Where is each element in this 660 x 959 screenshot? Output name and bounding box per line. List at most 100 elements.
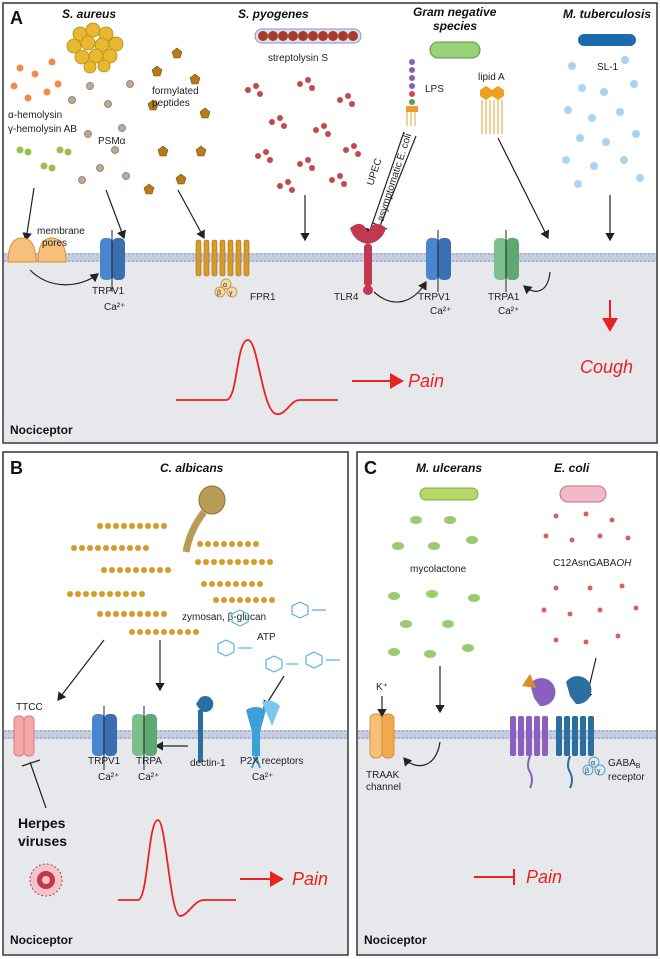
trpv1-left-label: TRPV1	[92, 286, 125, 297]
m-ulcerans-icon	[419, 487, 479, 501]
arrow-lipid-a-to-trpa1	[523, 271, 551, 295]
mycolactone-label: mycolactone	[410, 564, 467, 575]
tlr4-receptor-icon	[350, 223, 386, 295]
traak-label-2: channel	[366, 782, 401, 793]
membrane-pores-icon	[7, 237, 67, 263]
ca-b-label-3: Ca²⁺	[252, 772, 273, 783]
gc-beta-label: β	[585, 768, 589, 775]
panel-b-membrane	[4, 730, 347, 739]
panel-a-membrane	[4, 253, 656, 262]
trpa-b-label: TRPA	[136, 756, 162, 767]
trpv1-right-label: TRPV1	[418, 292, 451, 303]
lps-molecule-icon	[406, 59, 418, 126]
lipid-a-label: lipid A	[478, 72, 505, 83]
inhibit-asymptomatic-ecoli	[379, 135, 417, 227]
trpv1-channel-b-icon	[92, 714, 117, 756]
pain-label-c: Pain	[526, 867, 562, 887]
ca-label-3: Ca²⁺	[498, 306, 519, 317]
mycolactone-icon	[388, 516, 480, 658]
p2x-receptor-icon	[246, 700, 280, 769]
action-potential-b	[118, 819, 236, 917]
arrow-lipid-a	[497, 137, 550, 240]
dectin1-receptor-icon	[196, 695, 214, 762]
gc-gamma-label: γ	[597, 768, 601, 775]
pain-label-a: Pain	[408, 371, 444, 391]
gram-negative-label-1: Gram negative	[413, 5, 497, 19]
streptolysin-molecule-icon	[245, 77, 361, 193]
gabab-text: GABA	[608, 758, 636, 769]
traak-label-1: TRAAK	[366, 770, 400, 781]
ca-b-label-2: Ca²⁺	[138, 772, 159, 783]
arrow-hemolysin-to-pores	[22, 187, 35, 242]
arrow-psm-to-trpv1	[105, 189, 126, 240]
fpr1-receptor-icon	[195, 239, 250, 277]
membrane-pores-label-2: pores	[42, 238, 67, 249]
ca-label-2: Ca²⁺	[430, 306, 451, 317]
trpa1-channel-icon	[494, 238, 519, 280]
gabab-gprotein-icon: α β γ	[582, 756, 606, 776]
g-beta-label: β	[217, 290, 221, 297]
formylated-peptide-icon	[143, 47, 211, 195]
ttcc-channel-icon	[13, 715, 35, 757]
arrow-tlr4-to-trpv1	[373, 280, 427, 303]
panel-b: B C. albicans zymosan, β-glucan	[2, 451, 349, 956]
c12asngaba-label: C12AsnGABAOH	[553, 558, 632, 569]
s-aureus-cluster-icon	[66, 22, 124, 74]
nociceptor-label-c: Nociceptor	[364, 933, 427, 947]
sl1-droplets-icon	[562, 56, 644, 188]
ca-b-label-1: Ca²⁺	[98, 772, 119, 783]
panel-c-cytosol	[358, 736, 656, 954]
lps-label: LPS	[425, 84, 444, 95]
m-tuberculosis-label: M. tuberculosis	[563, 7, 651, 21]
hemolysin-dots-icon	[10, 58, 72, 172]
formylated-label-2: peptides	[152, 98, 190, 109]
c12asngaba-oh: OH	[616, 558, 632, 569]
gram-negative-label-2: species	[433, 19, 477, 33]
panel-a-cytosol	[4, 260, 656, 442]
s-aureus-label: S. aureus	[62, 7, 116, 21]
gabab-label-2: receptor	[608, 772, 645, 783]
gc-alpha-label: α	[591, 760, 595, 767]
tlr4-label: TLR4	[334, 292, 359, 303]
panel-b-letter: B	[10, 458, 23, 478]
traak-channel-icon	[369, 713, 395, 759]
trpv1-channel-left-icon	[100, 238, 125, 280]
c-albicans-label: C. albicans	[160, 461, 224, 475]
c12asngaba-text: C12AsnGABA	[553, 558, 617, 569]
fpr1-label: FPR1	[250, 292, 276, 303]
trpa-channel-b-icon	[132, 714, 157, 756]
arrow-to-traak	[403, 741, 441, 767]
e-coli-icon	[559, 485, 607, 503]
c-albicans-icon	[182, 485, 226, 553]
panel-c: C M. ulcerans E. coli mycolactone C12Asn…	[356, 451, 658, 956]
gabab-label-1: GABAB	[608, 758, 641, 770]
m-ulcerans-label: M. ulcerans	[416, 461, 482, 475]
atp-label: ATP	[257, 632, 276, 643]
k-ion-label: K⁺	[376, 682, 388, 693]
cough-label: Cough	[580, 357, 633, 377]
pain-label-b: Pain	[292, 869, 328, 889]
atp-molecule-icon	[217, 601, 340, 673]
arrow-upec	[365, 131, 405, 238]
panel-c-letter: C	[364, 458, 377, 478]
zymosan-label: zymosan, β-glucan	[182, 612, 266, 623]
nociceptor-label-a: Nociceptor	[10, 423, 73, 437]
hemolysin-gamma-label: γ-hemolysin AB	[8, 124, 77, 135]
herpes-label-2: viruses	[18, 833, 67, 849]
zymosan-chains-icon	[67, 523, 275, 635]
g-alpha-label: α	[223, 282, 227, 289]
s-pyogenes-label: S. pyogenes	[238, 7, 309, 21]
trpv1-b-label: TRPV1	[88, 756, 121, 767]
g-gamma-label: γ	[229, 290, 233, 297]
lipid-a-molecule-icon	[480, 86, 504, 134]
ttcc-label: TTCC	[16, 702, 43, 713]
c12asngaba-icon	[541, 511, 639, 645]
membrane-pores-label-1: membrane	[37, 226, 85, 237]
fpr1-gprotein-icon: α β γ	[214, 278, 238, 298]
s-pyogenes-chain-icon	[254, 28, 362, 44]
arrow-pores-to-trpv1	[29, 269, 99, 286]
panel-c-membrane	[358, 730, 656, 739]
dectin1-label: dectin-1	[190, 758, 226, 769]
psm-label: PSMα	[98, 136, 126, 147]
gram-negative-bacterium-icon	[429, 41, 481, 59]
